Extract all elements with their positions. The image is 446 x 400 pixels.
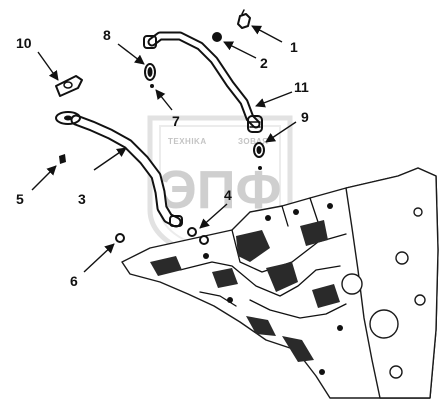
leader-8: [117, 43, 145, 65]
callout-9: 9: [301, 109, 309, 125]
part-10-gasket-hole: [63, 81, 73, 89]
block-bolt-c: [327, 203, 333, 209]
lower-tube-flange-hole: [64, 115, 72, 121]
small-parts: [55, 9, 265, 245]
leader-6: [83, 243, 115, 273]
housing-bore-1: [341, 273, 363, 295]
block-shade-1: [236, 230, 270, 262]
callout-3: 3: [78, 191, 86, 207]
leader-4: [199, 203, 228, 229]
leader-2: [223, 41, 257, 59]
block-shade-8: [282, 336, 314, 362]
callout-5: 5: [16, 191, 24, 207]
callout-6: 6: [70, 273, 78, 289]
leader-5: [31, 165, 57, 191]
callout-1: 1: [290, 39, 298, 55]
callout-2: 2: [260, 55, 268, 71]
callout-11: 11: [294, 79, 309, 95]
lower-tube-assembly: [55, 111, 183, 228]
callout-8: 8: [103, 27, 111, 43]
block-bolt-a: [265, 215, 271, 221]
housing-bolt-4: [413, 207, 423, 217]
leader-3: [93, 147, 127, 171]
leader-7: [155, 89, 173, 111]
housing-bore-2: [369, 309, 399, 339]
callout-10: 10: [16, 35, 32, 51]
block-shade-6: [246, 316, 276, 336]
leader-11: [255, 91, 293, 108]
part-8-seal: [144, 63, 156, 81]
block-bolt-f: [337, 325, 343, 331]
part-9-washer: [253, 142, 265, 158]
part-9-bolt: [258, 166, 262, 170]
leader-1: [251, 25, 283, 43]
upper-tube-fitting-top: [143, 35, 157, 49]
block-shade-4: [212, 268, 238, 288]
watermark-text-left: TEXHIKA: [168, 137, 207, 146]
callout-labels: 1 2 3 4 5 6 7 8 9 10 11: [16, 27, 309, 289]
housing-bolt-1: [395, 251, 409, 265]
block-bolt-b: [293, 209, 299, 215]
part-1-bolt-tip: [241, 9, 245, 15]
block-shade-2: [266, 262, 298, 292]
upper-tube-assembly: [143, 31, 263, 133]
callout-7: 7: [172, 113, 180, 129]
leader-lines: [31, 25, 297, 273]
block-bolt-g: [319, 369, 325, 375]
lower-tube-fill: [72, 116, 180, 226]
upper-tube-fill: [149, 33, 259, 127]
lower-tube-flange: [55, 111, 81, 125]
leader-10: [37, 51, 59, 81]
housing-bolt-3: [414, 294, 426, 306]
part-4-oring-1: [187, 227, 197, 237]
block-shade-5: [312, 284, 340, 308]
leader-9: [265, 121, 297, 143]
block-shade-7: [150, 256, 182, 276]
part-4-oring-2: [199, 235, 209, 245]
block-bolt-d: [203, 253, 209, 259]
part-5-bolt: [59, 154, 66, 164]
housing-bolt-2: [389, 365, 403, 379]
engine-block: [121, 167, 439, 399]
part-10-gasket: [55, 75, 83, 97]
part-2-washer: [212, 32, 222, 42]
upper-tube-fitting-bottom: [247, 115, 263, 133]
part-1-bolt: [237, 13, 251, 29]
callout-4: 4: [224, 187, 232, 203]
block-shade-3: [300, 220, 328, 246]
part-8-seal-core: [147, 67, 153, 77]
part-7-bolt: [150, 84, 154, 88]
watermark-text-right: ЗОВАЯ: [238, 137, 269, 146]
block-bolt-e: [227, 297, 233, 303]
lower-tube-fitting: [169, 215, 183, 227]
part-9-washer-core: [256, 146, 262, 154]
part-6-oring: [115, 233, 125, 243]
